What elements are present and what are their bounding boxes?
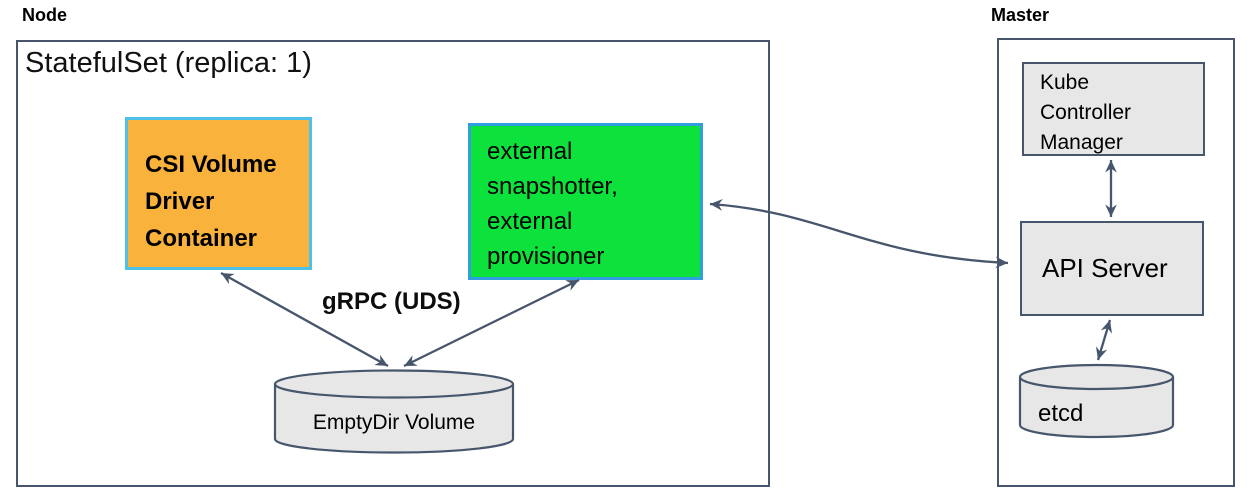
sidecar-box-line-2: snapshotter, xyxy=(487,173,618,200)
kube-controller-manager-box: Kube Controller Manager xyxy=(1022,62,1205,156)
csi-volume-driver-container-box: CSI Volume Driver Container xyxy=(125,117,312,270)
etcd-cylinder xyxy=(1018,363,1175,439)
csi-box-line-1: CSI Volume xyxy=(145,151,277,178)
sidecar-box-line-4: provisioner xyxy=(487,243,605,270)
node-section-label: Node xyxy=(22,5,67,25)
api-server-box: API Server xyxy=(1020,221,1204,316)
sidecar-box-line-3: external xyxy=(487,208,573,235)
csi-box-line-2: Driver xyxy=(145,188,215,215)
emptydir-volume-cylinder xyxy=(273,369,515,454)
emptydir-volume-label: EmptyDir Volume xyxy=(312,411,476,434)
csi-box-line-3: Container xyxy=(145,225,258,252)
master-section-label: Master xyxy=(991,5,1050,25)
kcm-line-3: Manager xyxy=(1040,131,1123,154)
external-snapshotter-provisioner-box: external snapshotter, external provision… xyxy=(468,123,703,280)
kcm-line-1: Kube xyxy=(1040,71,1090,94)
api-server-label: API Server xyxy=(1042,253,1168,283)
grpc-uds-label: gRPC (UDS) xyxy=(322,288,461,315)
kcm-line-2: Controller xyxy=(1040,101,1132,124)
etcd-label: etcd xyxy=(1038,400,1084,427)
sidecar-box-line-1: external xyxy=(487,138,573,165)
statefulset-title: StatefulSet (replica: 1) xyxy=(25,47,312,79)
